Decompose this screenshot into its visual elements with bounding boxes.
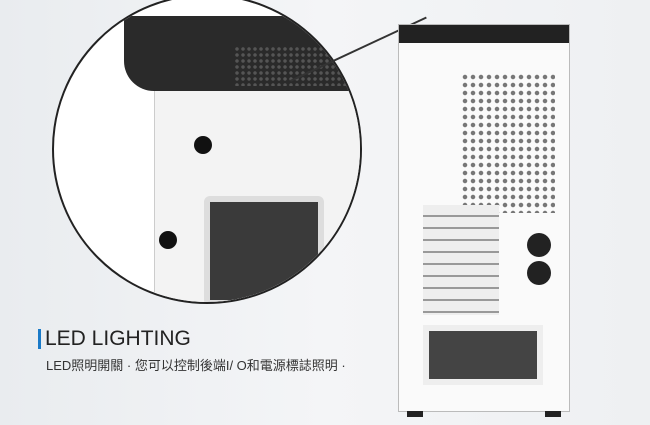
case-window — [204, 196, 324, 302]
expansion-slots — [423, 205, 499, 315]
io-button-icon — [159, 231, 177, 249]
section-title: LED LIGHTING — [45, 327, 191, 350]
grommet-icon — [527, 233, 551, 257]
accent-bar — [38, 329, 41, 349]
psu-bay — [423, 325, 543, 385]
section-description: LED照明開關 · 您可以控制後端I/ O和電源標誌照明 · — [46, 358, 346, 373]
section-heading: LED LIGHTING — [38, 327, 191, 351]
pc-case-rear-view — [398, 24, 570, 417]
led-switch-icon — [194, 136, 212, 154]
case-top-mesh — [124, 16, 360, 91]
fan-mesh — [461, 73, 555, 213]
grommet-icon — [527, 261, 551, 285]
zoom-inset — [52, 0, 362, 304]
